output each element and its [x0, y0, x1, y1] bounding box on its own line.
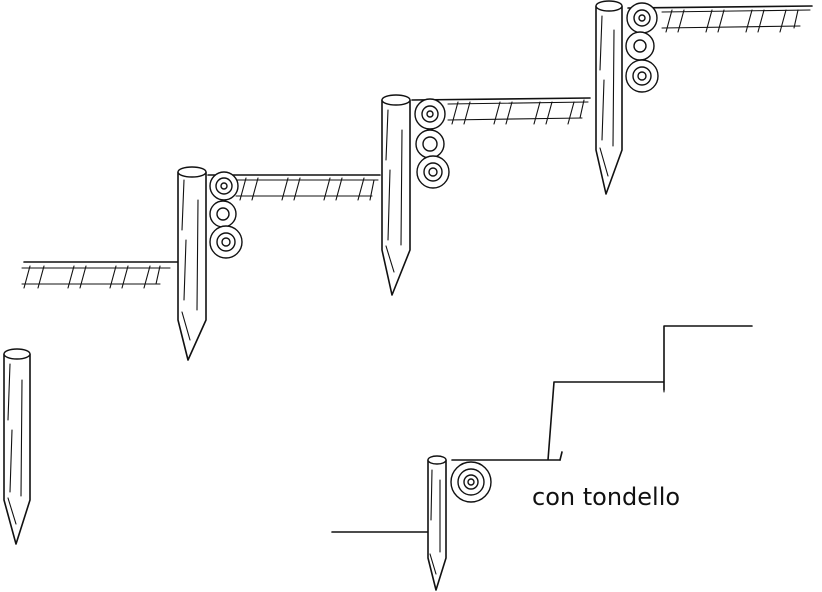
wooden-stake	[177, 166, 207, 361]
log-round	[450, 461, 492, 503]
schematic-step-profile	[331, 325, 753, 533]
step-2-top	[411, 97, 591, 101]
wooden-stake	[595, 0, 623, 195]
log-round-stack	[209, 171, 243, 259]
annotation-label: con tondello	[532, 483, 680, 511]
wooden-stake-standalone	[3, 348, 31, 545]
wooden-stake	[427, 455, 447, 591]
log-round-stack	[414, 98, 450, 189]
terrain-profile	[21, 5, 813, 289]
soil-hatching	[21, 9, 811, 289]
log-round-stack	[625, 2, 659, 93]
wooden-stake	[381, 94, 411, 296]
step-3-top	[627, 5, 813, 9]
stair-outline	[451, 325, 753, 461]
